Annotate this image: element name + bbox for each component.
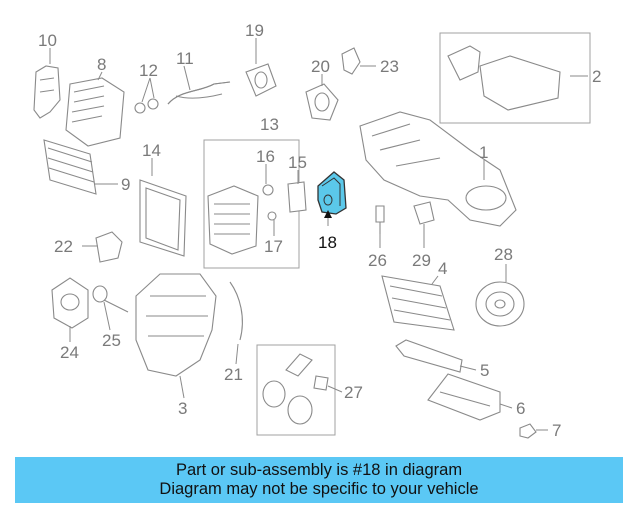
part-9[interactable]: [43, 139, 97, 195]
part-28[interactable]: [475, 281, 525, 327]
part-5[interactable]: [395, 339, 463, 373]
part-16[interactable]: [262, 184, 274, 196]
label-29[interactable]: 29: [412, 251, 431, 270]
label-14[interactable]: 14: [142, 141, 161, 160]
banner-line-2: Diagram may not be specific to your vehi…: [159, 480, 479, 498]
label-4[interactable]: 4: [438, 259, 447, 278]
part-25[interactable]: [92, 285, 129, 313]
part-26[interactable]: [375, 205, 385, 234]
part-1[interactable]: [359, 111, 517, 227]
label-20[interactable]: 20: [311, 57, 330, 76]
leader-6: [499, 403, 513, 409]
leader-21: [235, 343, 239, 365]
leader-12: [141, 77, 155, 103]
label-24[interactable]: 24: [60, 343, 79, 362]
leader-5: [459, 365, 477, 371]
label-2[interactable]: 2: [592, 67, 601, 86]
part-12[interactable]: [134, 98, 159, 114]
part-14[interactable]: [139, 179, 187, 257]
leader-27: [327, 385, 343, 393]
part-21[interactable]: [229, 281, 243, 341]
label-5[interactable]: 5: [480, 361, 489, 380]
label-3[interactable]: 3: [178, 399, 187, 418]
part-2[interactable]: [447, 45, 561, 111]
label-7[interactable]: 7: [552, 421, 561, 440]
label-22[interactable]: 22: [54, 237, 73, 256]
banner-line-1: Part or sub-assembly is #18 in diagram: [175, 461, 463, 479]
label-23[interactable]: 23: [380, 57, 399, 76]
part-20[interactable]: [305, 83, 339, 121]
label-6[interactable]: 6: [516, 399, 525, 418]
part-24[interactable]: [51, 277, 89, 329]
leader-8: [97, 71, 103, 81]
leader-11: [183, 65, 191, 91]
label-12[interactable]: 12: [139, 61, 158, 80]
leader-25: [103, 301, 111, 331]
group-box-2: [439, 32, 591, 124]
label-13[interactable]: 13: [260, 115, 279, 134]
part-10[interactable]: [33, 65, 61, 119]
label-19[interactable]: 19: [245, 21, 264, 40]
label-11[interactable]: 11: [176, 49, 194, 68]
part-13[interactable]: [207, 185, 259, 255]
part-15[interactable]: [287, 181, 307, 213]
info-banner: Part or sub-assembly is #18 in diagram D…: [15, 457, 623, 503]
leader-3: [179, 375, 185, 399]
part-6[interactable]: [427, 373, 501, 421]
part-19[interactable]: [245, 63, 277, 97]
part-27[interactable]: [262, 353, 329, 425]
part-22[interactable]: [95, 231, 123, 263]
leader-4: [431, 275, 439, 285]
part-4[interactable]: [381, 275, 455, 331]
label-17[interactable]: 17: [264, 237, 283, 256]
label-10[interactable]: 10: [38, 31, 57, 50]
parts-diagram: 10 8 9 12 11 19 20 23 2 1 13 14 16 15 17…: [33, 21, 601, 440]
part-8[interactable]: [65, 77, 125, 147]
part-23[interactable]: [341, 47, 361, 75]
label-18[interactable]: 18: [318, 233, 337, 252]
label-27[interactable]: 27: [344, 383, 363, 402]
label-9[interactable]: 9: [121, 175, 130, 194]
label-28[interactable]: 28: [494, 245, 513, 264]
part-17[interactable]: [267, 211, 277, 221]
part-29[interactable]: [413, 201, 435, 225]
label-25[interactable]: 25: [102, 331, 121, 350]
label-26[interactable]: 26: [368, 251, 387, 270]
label-8[interactable]: 8: [97, 55, 106, 74]
diagram-canvas: 10 8 9 12 11 19 20 23 2 1 13 14 16 15 17…: [33, 21, 601, 440]
part-11[interactable]: [167, 81, 231, 105]
part-7[interactable]: [519, 423, 537, 439]
arrow-18: [324, 210, 332, 218]
label-15[interactable]: 15: [288, 153, 307, 172]
group-box-27: [256, 344, 336, 436]
part-18[interactable]: [317, 171, 347, 215]
label-21[interactable]: 21: [224, 365, 243, 384]
label-1[interactable]: 1: [479, 143, 488, 162]
label-16[interactable]: 16: [256, 147, 275, 166]
part-3[interactable]: [135, 273, 217, 377]
